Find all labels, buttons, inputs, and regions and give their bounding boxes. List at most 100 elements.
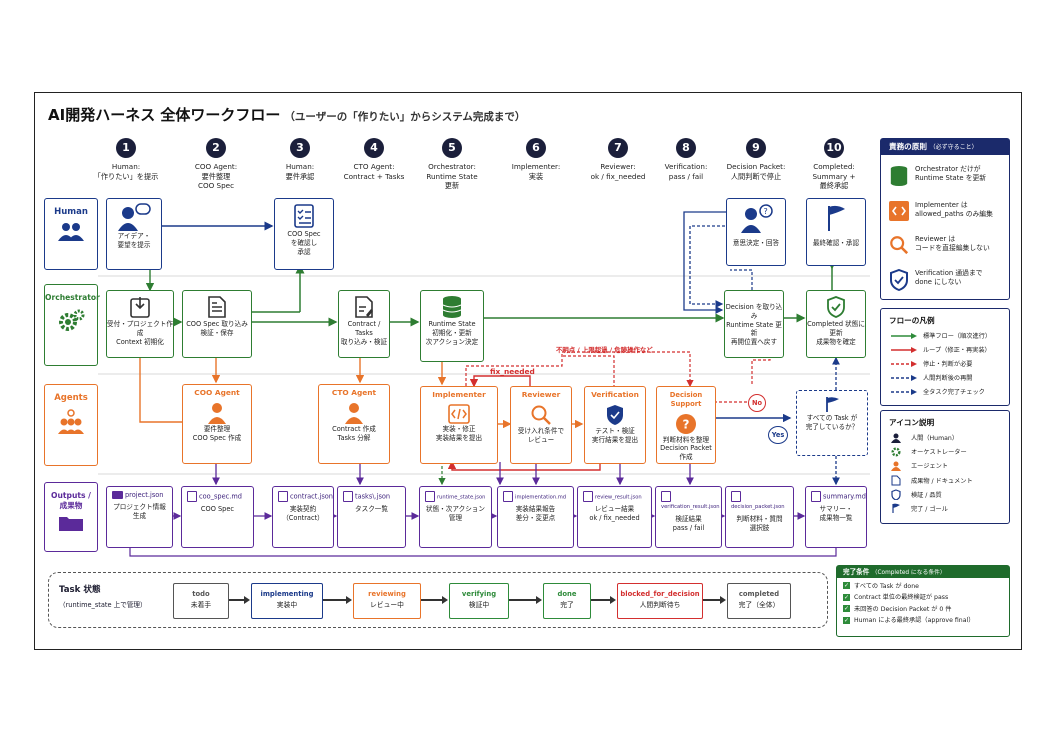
task-state-arrow (421, 596, 448, 604)
output-filename: review_result.json (595, 494, 642, 501)
label-stop-reasons: 不明点 / 上限超過 / 危険操作など (556, 346, 653, 354)
output-filename: contract.json (290, 492, 333, 501)
step-number-3: 3 (290, 138, 310, 158)
folder-icon (59, 517, 83, 531)
step-number-2: 2 (206, 138, 226, 158)
people-icon (58, 223, 84, 241)
legend-line-swatch (891, 347, 917, 353)
document-icon (278, 491, 288, 502)
inbox-download-icon (130, 297, 150, 318)
step-number-4: 4 (364, 138, 384, 158)
flag-icon (828, 205, 845, 231)
person-speech-icon (118, 203, 151, 231)
document-icon (208, 296, 226, 318)
card-human-idea[interactable]: アイデア・要望を提示 (106, 198, 162, 270)
legend-item: 標準フロー（順次進行） (891, 331, 991, 340)
card-orch-completed[interactable]: Completed 状態に更新成果物を確定 (806, 290, 866, 358)
flag-icon (826, 397, 839, 412)
step-label-6: Implementer:実装 (511, 162, 561, 181)
task-state-arrow (591, 596, 616, 604)
shield-icon (891, 489, 901, 501)
shield-icon (890, 269, 908, 291)
step-label-10: Completed:Summary +最終承認 (812, 162, 856, 190)
task-states-subtitle: （runtime_state 上で管理） (59, 601, 147, 609)
legend-item: 全タスク完了チェック (891, 387, 985, 396)
step-label-4: CTO Agent:Contract + Tasks (343, 162, 405, 181)
document-icon (731, 491, 741, 502)
icon-legend-document: 成果物 / ドキュメント (891, 475, 973, 486)
icon-legend-flag: 完了 / ゴール (891, 503, 948, 514)
card-agent-verification[interactable]: Verification テスト・検証実行結果を提出 (584, 386, 646, 464)
label-fix-needed: fix_needed (490, 367, 535, 376)
document-icon (425, 491, 435, 502)
svg-text:?: ? (683, 417, 690, 431)
output-filename: runtime_state.json (437, 494, 486, 501)
step-label-9: Decision Packet:人間判断で停止 (726, 162, 786, 181)
card-human-decide[interactable]: ? 意思決定・回答 (726, 198, 786, 266)
document-icon (811, 491, 821, 502)
icon-legend-agent: エージェント (891, 461, 948, 471)
document-icon (583, 491, 593, 502)
step-number-1: 1 (116, 138, 136, 158)
document-icon (187, 491, 197, 502)
output-filename: tasks\.json (355, 492, 391, 501)
card-human-final[interactable]: 最終確認・承認 (806, 198, 866, 266)
completion-item: ✓Contract 単位の最終検証が pass (843, 593, 949, 601)
task-state-arrow (509, 596, 542, 604)
document-icon (343, 491, 353, 502)
output-filename: project.json (125, 491, 164, 499)
card-orch-spec-save[interactable]: COO Spec 取り込み検証・保存 (182, 290, 252, 358)
step-label-7: Reviewer:ok / fix_needed (590, 162, 646, 181)
card-all-tasks-check[interactable]: すべての Task が完了しているか？ (796, 390, 868, 456)
task-states-title: Task 状態 (59, 585, 101, 595)
lane-agents: Agents (44, 384, 98, 466)
check-icon: ✓ (843, 582, 850, 589)
completion-item: ✓すべての Task が done (843, 582, 919, 590)
person-question-icon: ? (741, 204, 773, 233)
flow-legend-panel: フローの凡例 標準フロー（順次進行）ループ（修正・再実装）停止・判断が必要人間判… (880, 308, 1010, 406)
icon-legend-shield: 検証 / 品質 (891, 489, 942, 501)
task-state-arrow (703, 596, 726, 604)
step-number-5: 5 (442, 138, 462, 158)
gear-icon (59, 309, 85, 331)
step-label-3: Human:要件承認 (285, 162, 315, 181)
database-icon (442, 296, 462, 318)
card-agent-reviewer[interactable]: Reviewer 受け入れ条件でレビュー (510, 386, 572, 464)
output-filename: implementation.md (515, 494, 567, 501)
check-icon: ✓ (843, 593, 850, 601)
step-number-6: 6 (526, 138, 546, 158)
lane-outputs: Outputs / 成果物 (44, 482, 98, 552)
completion-item: ✓未回答の Decision Packet が 0 件 (843, 605, 952, 613)
output-filename: verification_result.json (661, 504, 720, 510)
document-icon (503, 491, 513, 502)
shield-check-icon (827, 296, 845, 318)
magnifier-icon (531, 405, 551, 425)
card-agent-implementer[interactable]: Implementer 実装・修正実装結果を提出 (420, 386, 498, 464)
shield-icon (607, 404, 623, 425)
document-edit-icon (355, 296, 373, 318)
